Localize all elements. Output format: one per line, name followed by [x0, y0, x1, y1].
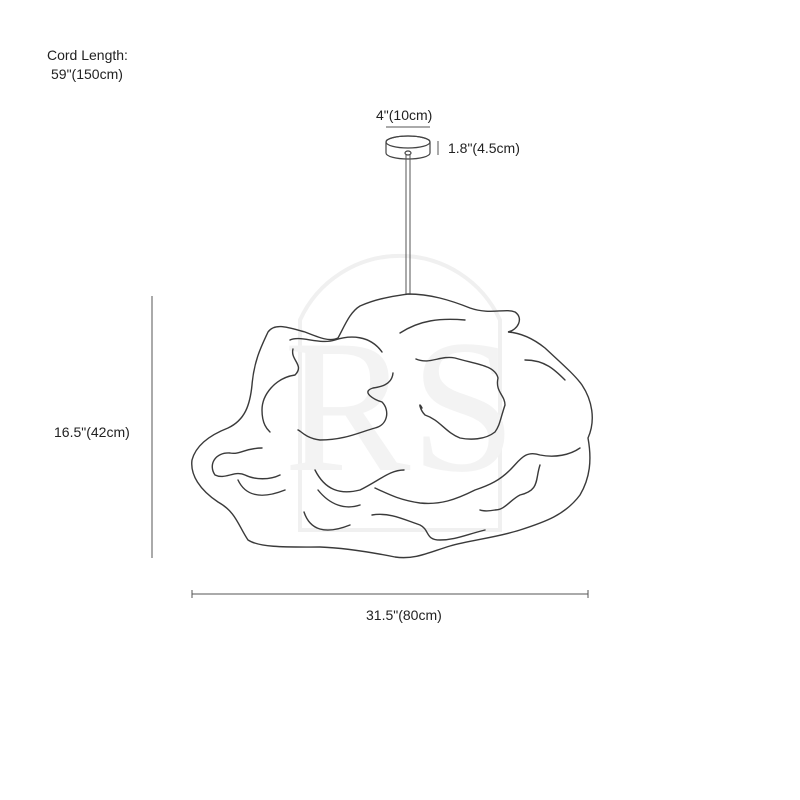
dimension-lines: [151, 126, 589, 598]
watermark-logo: RS: [284, 253, 516, 532]
canopy-height-label: 1.8"(4.5cm): [448, 140, 520, 156]
svg-text:RS: RS: [284, 302, 516, 512]
cloud-shade: [191, 293, 593, 559]
cord: [405, 155, 411, 294]
lamp-height-label: 16.5"(42cm): [54, 424, 130, 440]
cord-length-label: Cord Length:: [47, 47, 128, 63]
lamp-width-label: 31.5"(80cm): [366, 607, 442, 623]
canopy-width-label: 4"(10cm): [376, 107, 433, 123]
canopy: [385, 135, 431, 160]
cord-length-value: 59"(150cm): [51, 66, 123, 82]
